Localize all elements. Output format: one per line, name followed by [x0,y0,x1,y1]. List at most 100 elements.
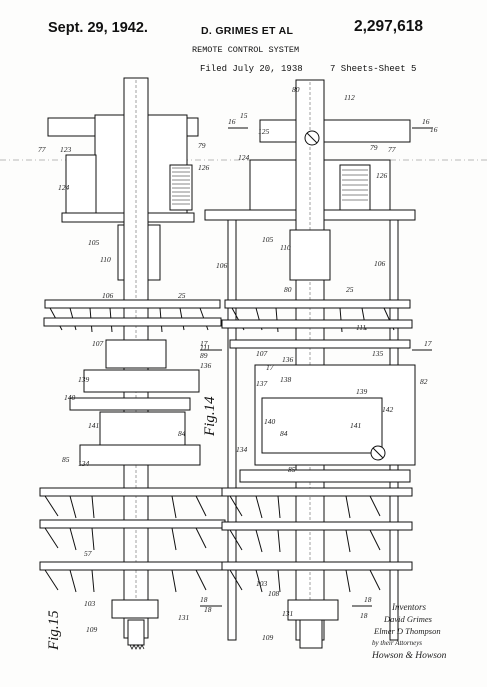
ref-numeral: 139 [78,375,90,384]
ref-numeral: 108 [268,589,280,598]
ref-numeral: 140 [264,417,276,426]
ref-numeral: 79 [370,143,378,152]
ref-numeral: 82 [420,377,428,386]
signature-block: Inventors David Grimes Elmer D Thompson … [371,602,447,661]
fig14-plate-85 [239,469,411,483]
ref-numeral: 110 [280,243,291,252]
ref-numeral: 105 [262,235,274,244]
ref-numeral: 137 [256,379,268,388]
ref-numeral: 77 [38,145,46,154]
fig14-disc-3 [221,521,413,553]
ref-numeral: 89 [200,351,208,360]
fig14-disc-1 [221,299,413,333]
ref-numeral: 103 [256,579,268,588]
ref-numeral: 124 [238,153,250,162]
fig14-shaft-end [299,619,323,649]
ref-numeral: 134 [78,459,90,468]
ref-numeral: 16 [430,125,438,134]
section-mark-18-right: 18 [364,595,372,604]
fig14-disc-4 [221,561,413,593]
patent-date: Sept. 29, 1942. [48,20,148,36]
ref-numeral: 111 [356,323,366,332]
ref-numeral: 84 [178,429,186,438]
fig14-top-plate [259,119,411,143]
section-mark-17-right: 17 [424,339,432,348]
ref-numeral: 136 [200,361,212,370]
fig15-cam-block [105,339,167,369]
fig15-side-block [65,154,97,216]
figure-14-label: Fig.14 [202,396,218,437]
ref-numeral: 109 [262,633,274,642]
ref-numeral: 134 [236,445,248,454]
section-mark-16-left: 16 [228,117,236,126]
ref-numeral: 110 [100,255,111,264]
fig14-nut-103 [287,599,339,621]
fig15-disc-1 [43,299,222,333]
ref-numeral: 85 [288,465,296,474]
reference-numerals-fig15: 77 123 124 79 126 105 110 25 106 107 136… [38,141,212,634]
ref-numeral: 18 [360,611,368,620]
ref-numeral: 25 [178,291,186,300]
ref-numeral: 15 [240,111,248,120]
ref-numeral: 141 [88,421,99,430]
patent-title: REMOTE CONTROL SYSTEM [192,45,300,55]
signature-inventor-1: David Grimes [383,614,433,624]
signature-attorneys: Howson & Howson [371,651,447,661]
figure-15-drawing [39,77,226,650]
section-mark-18-left: 18 [200,595,208,604]
fig15-plate-85 [79,444,201,466]
ref-numeral: 126 [376,171,388,180]
ref-numeral: 84 [280,429,288,438]
ref-numeral: 77 [388,145,396,154]
ref-numeral: 111 [200,343,210,352]
ref-numeral: 85 [62,455,70,464]
figure-14-drawing [204,79,416,649]
fig14-gear-126 [339,164,371,211]
ref-numeral: 106 [374,259,386,268]
ref-numeral: 105 [88,238,100,247]
signature-heading: Inventors [391,602,426,612]
ref-numeral: 125 [258,127,270,136]
ref-numeral: 57 [84,549,92,558]
fig14-collar-110 [289,229,331,281]
ref-numeral: 107 [256,349,268,358]
reference-numerals-fig14: 15 125 80 112 16 124 79 77 126 105 110 1… [204,85,438,642]
figure-15-label: Fig.15 [46,610,62,651]
filing-date: Filed July 20, 1938 [200,64,303,74]
ref-numeral: 141 [350,421,361,430]
ref-numeral: 106 [102,291,114,300]
ref-numeral: 131 [178,613,189,622]
ref-numeral: 80 [292,85,300,94]
ref-numeral: 79 [198,141,206,150]
ref-numeral: 103 [84,599,96,608]
ref-numeral: 106 [216,261,228,270]
fig15-shaft-end [127,619,145,646]
ref-numeral: 138 [280,375,292,384]
ref-numeral: 142 [382,405,394,414]
fig15-nut-103 [111,599,159,619]
ref-numeral: 25 [346,285,354,294]
section-mark-16-right: 16 [422,117,430,126]
ref-numeral: 136 [282,355,294,364]
ref-numeral: 80 [284,285,292,294]
fig15-lever-assembly [83,369,200,393]
fig14-rod-left [227,219,237,641]
ref-numeral: 112 [344,93,355,102]
section-mark-17-left: 17 [200,339,208,348]
ref-numeral: 124 [58,183,70,192]
ref-numeral: 135 [372,349,384,358]
ref-numeral: 109 [86,625,98,634]
sheet-count: 7 Sheets-Sheet 5 [330,64,417,74]
fig15-arm-140 [69,397,191,411]
patent-number: 2,297,618 [354,18,423,35]
ref-numeral: 139 [356,387,368,396]
ref-numeral: 17 [266,363,274,372]
signature-attorneys-line: by their Attorneys [372,639,422,647]
ref-numeral: 131 [282,609,293,618]
ref-numeral: 18 [204,605,212,614]
ref-numeral: 126 [198,163,210,172]
ref-numeral: 107 [92,339,104,348]
ref-numeral: 140 [64,393,76,402]
